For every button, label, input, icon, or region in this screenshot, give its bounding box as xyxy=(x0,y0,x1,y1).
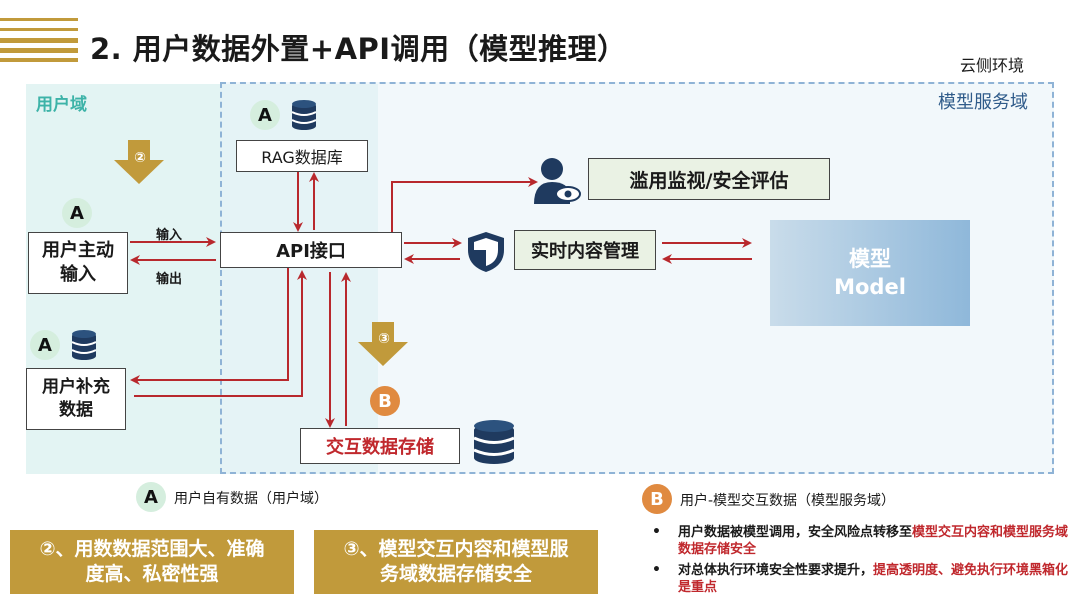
bullet-dot: • xyxy=(652,562,661,578)
model-domain-label: 模型服务域 xyxy=(938,92,1028,113)
database-icon xyxy=(72,330,96,360)
badge-a-input: A xyxy=(62,198,92,228)
edge-label-output: 输出 xyxy=(156,272,183,287)
bullet-1-plain: 用户数据被模型调用，安全风险点转移至 xyxy=(678,525,913,540)
bullet-2-red: 提高透明度、避免执行环境黑箱化是重点 xyxy=(678,563,1069,595)
rag-database-box: RAG数据库 xyxy=(236,140,368,172)
badge-two: ② xyxy=(134,150,146,166)
bullet-dot: • xyxy=(652,524,661,540)
api-interface-box: API接口 xyxy=(220,232,402,268)
badge-a-supplement: A xyxy=(30,330,60,360)
summary-box-three: ③、模型交互内容和模型服 务域数据存储安全 xyxy=(314,530,598,594)
bullet-1-red: 模型交互内容和模型服务域数据存储安全 xyxy=(678,525,1069,557)
interaction-storage-box: 交互数据存储 xyxy=(300,428,460,464)
shield-icon xyxy=(468,232,504,272)
badge-three: ③ xyxy=(378,331,390,347)
page-title: 2. 用户数据外置+API调用（模型推理） xyxy=(90,32,627,66)
realtime-content-box: 实时内容管理 xyxy=(514,230,656,270)
legend-b-text: 用户-模型交互数据（模型服务域） xyxy=(680,493,896,509)
down-arrow-three xyxy=(358,322,408,366)
badge-b-storage: B xyxy=(370,386,400,416)
bullet-2-plain: 对总体执行环境安全性要求提升， xyxy=(678,563,874,578)
database-icon xyxy=(292,100,316,130)
abuse-monitor-box: 滥用监视/安全评估 xyxy=(588,158,830,200)
database-icon xyxy=(474,420,514,464)
legend-a-text: 用户自有数据（用户域） xyxy=(174,491,328,507)
cloud-env-label: 云侧环境 xyxy=(960,56,1025,75)
legend-badge-a: A xyxy=(136,482,166,512)
user-monitor-icon xyxy=(534,158,581,204)
edge-label-input: 输入 xyxy=(156,228,183,243)
summary-box-two: ②、用数数据范围大、准确 度高、私密性强 xyxy=(10,530,294,594)
legend-badge-b: B xyxy=(642,484,672,514)
user-active-input-box: 用户主动 输入 xyxy=(28,232,128,294)
down-arrow-two xyxy=(114,140,164,184)
user-supplement-box: 用户补充 数据 xyxy=(26,368,126,430)
bullet-2: 对总体执行环境安全性要求提升，提高透明度、避免执行环境黑箱化是重点 xyxy=(678,562,1074,596)
model-box: 模型 Model xyxy=(770,220,970,326)
user-domain-label: 用户域 xyxy=(36,95,87,115)
badge-a-rag: A xyxy=(250,100,280,130)
bullet-1: 用户数据被模型调用，安全风险点转移至模型交互内容和模型服务域数据存储安全 xyxy=(678,524,1074,558)
